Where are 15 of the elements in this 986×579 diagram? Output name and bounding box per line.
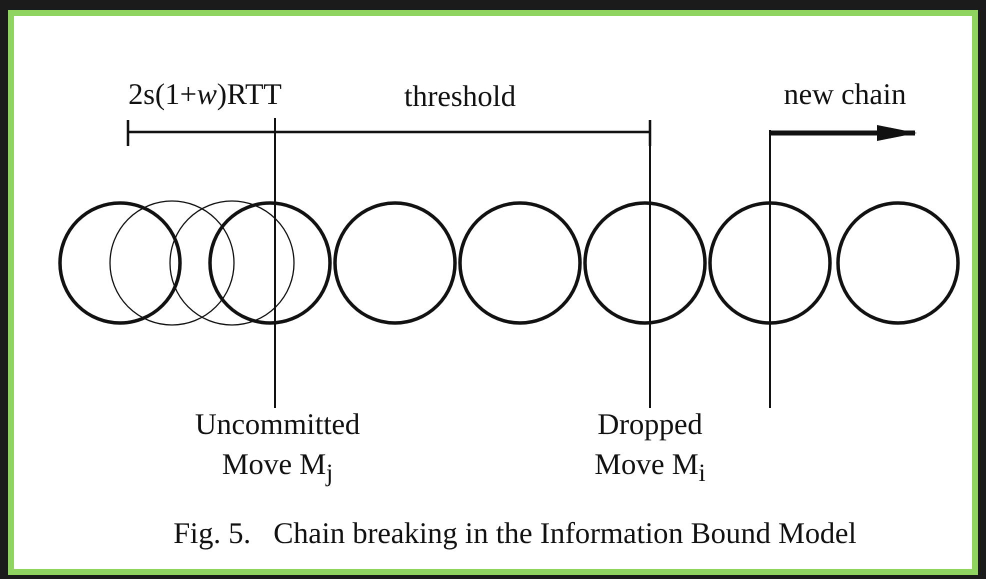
chain-circle — [708, 201, 832, 325]
marker-label: Dropped Move M$_{i}$ — [593, 407, 707, 489]
dimension-label: 2s(1+w)RTT — [127, 77, 283, 113]
chain-circle — [333, 201, 457, 325]
marker-label: Uncommitted Move M$_{j}$ — [194, 407, 361, 489]
dimension-label: threshold — [403, 79, 517, 115]
arrow-label: new chain — [782, 77, 908, 113]
figure-caption: Fig. 5. Chain breaking in the Information Bound Model — [172, 516, 858, 552]
chain-circle — [836, 201, 960, 325]
chain-circle — [208, 201, 332, 325]
chain-circle — [58, 201, 182, 325]
chain-circle — [109, 200, 235, 326]
chain-circle — [169, 200, 295, 326]
chain-circle — [583, 201, 707, 325]
chain-circle — [458, 201, 582, 325]
